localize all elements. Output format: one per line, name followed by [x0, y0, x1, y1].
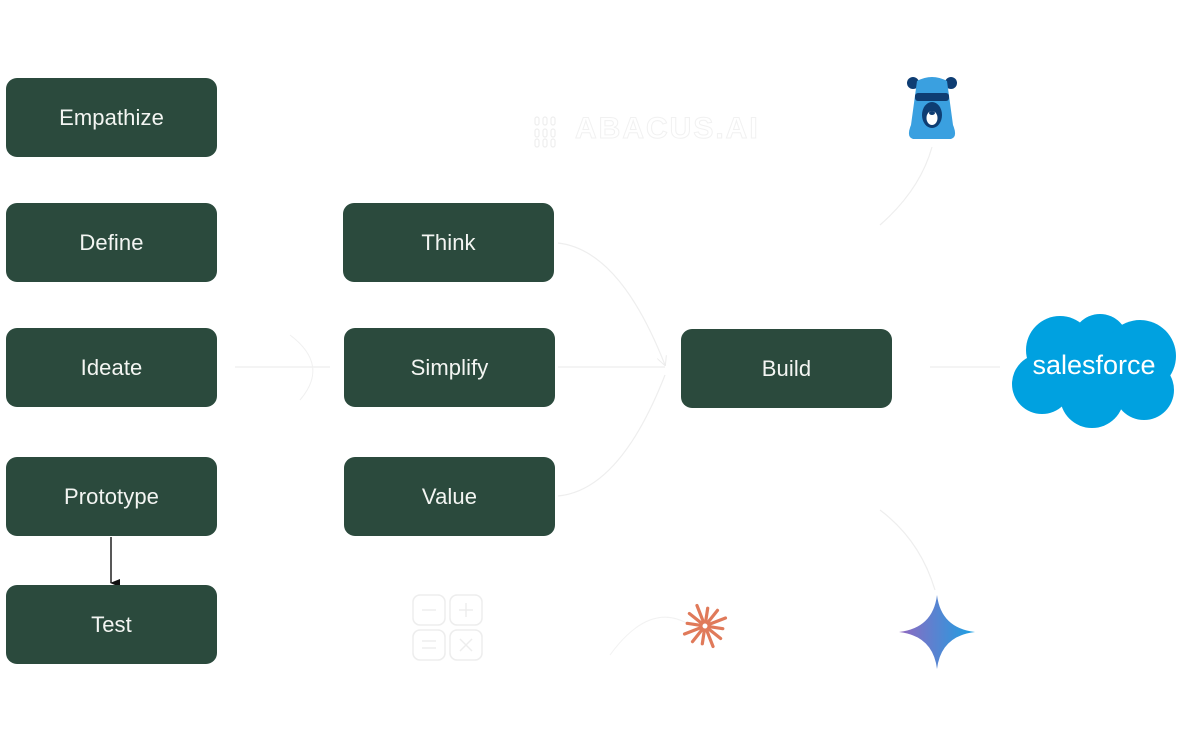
- node-empathize[interactable]: Empathize: [6, 78, 217, 157]
- starburst-ray: [707, 616, 728, 627]
- bear-mascot-icon: [907, 77, 957, 139]
- node-label: Ideate: [80, 354, 143, 380]
- edge-value-build: [557, 374, 666, 497]
- starburst-ray: [706, 626, 723, 641]
- salesforce-wordmark: salesforce: [1032, 350, 1155, 380]
- node-think[interactable]: Think: [343, 203, 554, 282]
- edge-think-build: [557, 242, 665, 365]
- node-label: Empathize: [59, 104, 164, 130]
- node-label: Simplify: [410, 354, 489, 380]
- node-label: Think: [421, 229, 476, 255]
- starburst-ray: [705, 608, 720, 625]
- starburst-ray: [687, 611, 704, 626]
- starburst-ray: [700, 628, 707, 646]
- node-ideate[interactable]: Ideate: [6, 328, 217, 407]
- edge-claude-faint: [609, 616, 691, 656]
- starburst-ray: [703, 606, 710, 624]
- abacus-logo-icon: [534, 116, 556, 148]
- edge-build-gemini: [879, 509, 936, 591]
- node-define[interactable]: Define: [6, 203, 217, 282]
- node-label: Value: [421, 483, 478, 509]
- edge-ideate-simplify-curve: [289, 334, 314, 401]
- node-value[interactable]: Value: [344, 457, 555, 536]
- node-build[interactable]: Build: [681, 329, 892, 408]
- node-simplify[interactable]: Simplify: [344, 328, 555, 407]
- node-label: Test: [91, 611, 132, 637]
- node-label: Define: [79, 229, 144, 255]
- starburst-ray: [704, 628, 715, 649]
- starburst-ray: [685, 621, 703, 628]
- starburst-ray: [682, 625, 703, 636]
- calculator-icon: [412, 594, 483, 661]
- starburst-ray: [707, 624, 725, 631]
- node-label: Prototype: [63, 483, 160, 509]
- starburst-ray: [690, 627, 705, 644]
- node-label: Build: [761, 355, 812, 381]
- node-prototype[interactable]: Prototype: [6, 457, 217, 536]
- node-test[interactable]: Test: [6, 585, 217, 664]
- edge-build-bear: [879, 146, 933, 226]
- salesforce-cloud-icon: salesforce: [1012, 314, 1176, 428]
- abacus-logo-text: ABACUS.AI: [575, 112, 760, 146]
- gemini-sparkle-icon: [899, 595, 975, 669]
- claude-starburst-icon: [682, 603, 728, 649]
- starburst-ray: [695, 603, 706, 624]
